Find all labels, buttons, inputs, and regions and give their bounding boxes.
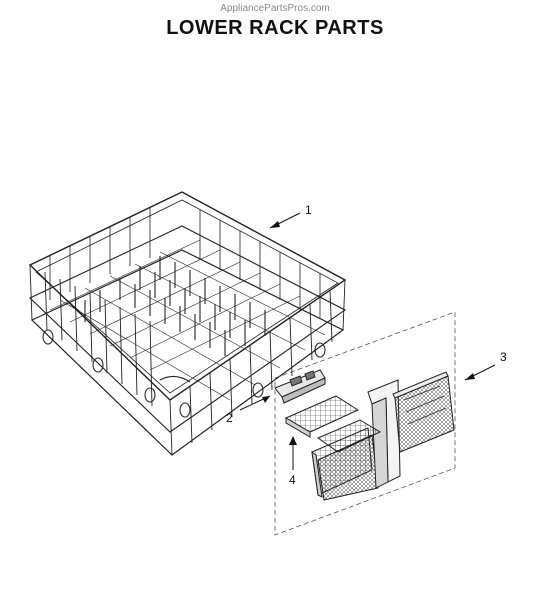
callout-4-label: 4 (289, 473, 296, 487)
callout-1: 1 (269, 203, 312, 229)
page-title: LOWER RACK PARTS (166, 17, 384, 39)
basket-assembly-outline (274, 311, 456, 536)
callout-2: 2 (226, 395, 271, 425)
callout-4: 4 (289, 436, 297, 487)
silverware-basket-part (311, 371, 455, 501)
callout-2-label: 2 (226, 411, 233, 425)
callout-3-label: 3 (500, 350, 507, 364)
callout-3: 3 (464, 350, 507, 381)
clip-part (274, 369, 326, 404)
watermark: AppliancePartsPros.com (220, 3, 330, 14)
lower-rack-part (28, 191, 347, 456)
basket-cover-part (284, 395, 360, 438)
callout-1-label: 1 (305, 203, 312, 217)
